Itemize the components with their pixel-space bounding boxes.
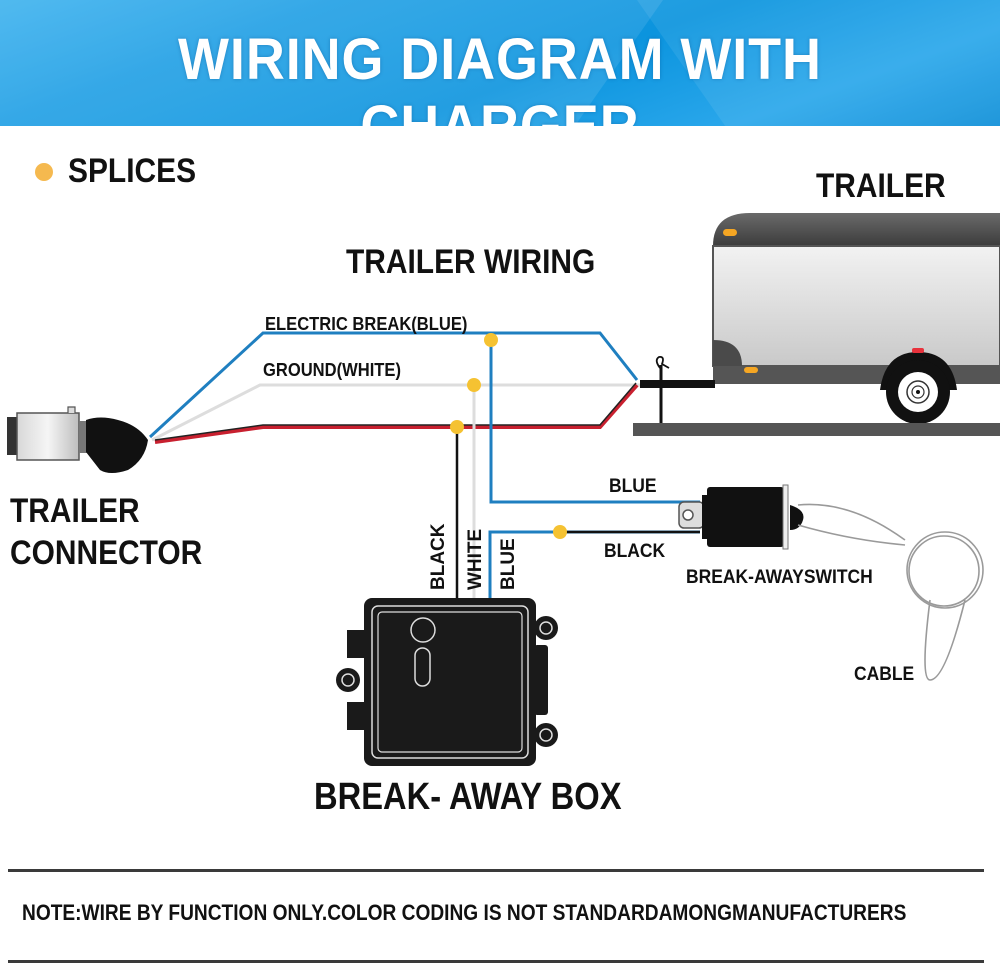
jack-handle <box>655 355 670 369</box>
trailer-body <box>712 245 1000 367</box>
wire-power <box>154 382 639 444</box>
breakaway-box-label: BREAK- AWAY BOX <box>314 776 622 818</box>
note-text: NOTE:WIRE BY FUNCTION ONLY.COLOR CODING … <box>22 900 907 925</box>
fender-light <box>912 348 924 353</box>
splice-legend-label: SPLICES <box>68 152 197 190</box>
wire-ground <box>151 383 640 442</box>
box-white-wire-label: WHITE <box>465 528 486 590</box>
trailer-roof <box>713 213 1000 246</box>
marker-light-bottom <box>744 367 758 373</box>
ground-wire-label: GROUND(WHITE) <box>263 360 401 380</box>
electric-brake-wire-label: ELECTRIC BREAK(BLUE) <box>265 314 468 334</box>
breakaway-box-icon <box>336 598 558 766</box>
trailer-connector-icon <box>7 406 148 473</box>
splice-dot <box>553 525 567 539</box>
wire-box-blue <box>488 530 700 598</box>
splice-dot <box>484 333 498 347</box>
divider <box>8 960 984 963</box>
cable-label: CABLE <box>854 664 915 685</box>
wire-electric-brake <box>148 331 639 439</box>
divider <box>8 869 984 872</box>
breakaway-switch-icon <box>678 484 804 550</box>
splice-legend-dot <box>35 163 53 181</box>
switch-black-wire-label: BLACK <box>604 541 666 562</box>
trailer-connector-label-line1: TRAILER <box>10 492 140 530</box>
trailer-illustration <box>633 213 1000 436</box>
marker-light-top <box>723 229 737 236</box>
page-title: WIRING DIAGRAM WITH CHARGER <box>178 27 822 126</box>
trailer-wiring-label: TRAILER WIRING <box>346 243 596 281</box>
breakaway-cable <box>797 503 984 681</box>
title-banner: WIRING DIAGRAM WITH CHARGER <box>0 0 1000 126</box>
trailer-label: TRAILER <box>816 167 946 205</box>
ground-line <box>633 423 1000 436</box>
switch-blue-wire-label: BLUE <box>609 476 657 497</box>
box-black-wire-label: BLACK <box>428 523 449 591</box>
wire-switch-blue <box>489 340 700 504</box>
trailer-connector-label: TRAILER CONNECTOR <box>10 490 202 574</box>
trailer-connector-label-line2: CONNECTOR <box>10 534 203 572</box>
trailer-tongue <box>640 380 715 388</box>
breakaway-switch-label: BREAK-AWAYSWITCH <box>686 567 873 588</box>
trailer-front-fender <box>713 340 742 366</box>
splice-dot <box>467 378 481 392</box>
box-blue-wire-label: BLUE <box>498 538 519 590</box>
splice-dot <box>450 420 464 434</box>
